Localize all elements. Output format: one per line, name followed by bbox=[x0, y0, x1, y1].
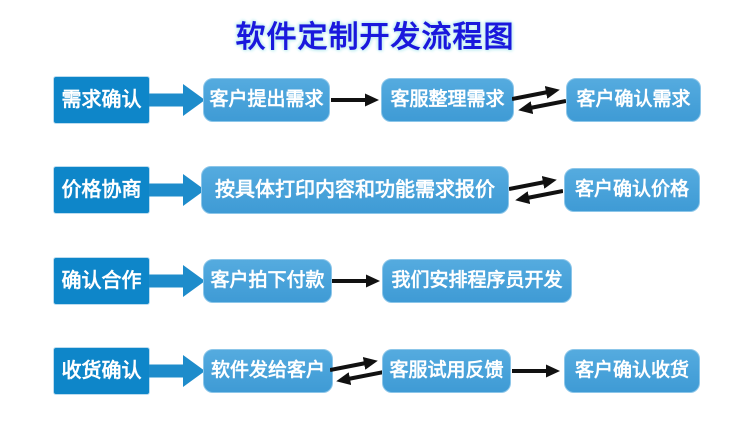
flow-box: 客户提出需求 bbox=[203, 78, 330, 122]
page-title: 软件定制开发流程图 bbox=[235, 21, 515, 54]
big-arrow-icon bbox=[149, 84, 205, 116]
flow-box: 客户拍下付款 bbox=[203, 259, 332, 303]
right-arrow-icon bbox=[512, 364, 560, 378]
big-arrow-icon bbox=[149, 174, 205, 206]
stage-box-delivery: 收货确认 bbox=[53, 347, 150, 395]
stage-box-pricing: 价格协商 bbox=[53, 166, 150, 214]
right-arrow-icon bbox=[331, 93, 379, 107]
flow-box: 客户确认收货 bbox=[564, 349, 700, 393]
double-arrow-icon bbox=[512, 86, 566, 114]
flow-box: 我们安排程序员开发 bbox=[382, 259, 572, 303]
right-arrow-icon bbox=[332, 274, 380, 288]
stage-box-requirements: 需求确认 bbox=[53, 76, 150, 124]
flow-box: 软件发给客户 bbox=[203, 349, 333, 393]
double-arrow-icon bbox=[509, 176, 563, 204]
flow-box: 客户确认需求 bbox=[566, 78, 701, 122]
flow-box: 客服试用反馈 bbox=[382, 349, 511, 393]
flow-box: 客户确认价格 bbox=[564, 168, 700, 212]
big-arrow-icon bbox=[149, 265, 205, 297]
big-arrow-icon bbox=[149, 355, 205, 387]
flow-box: 按具体打印内容和功能需求报价 bbox=[201, 166, 509, 214]
stage-box-cooperation: 确认合作 bbox=[53, 257, 150, 305]
double-arrow-icon bbox=[330, 357, 384, 385]
flow-box: 客服整理需求 bbox=[381, 78, 514, 122]
